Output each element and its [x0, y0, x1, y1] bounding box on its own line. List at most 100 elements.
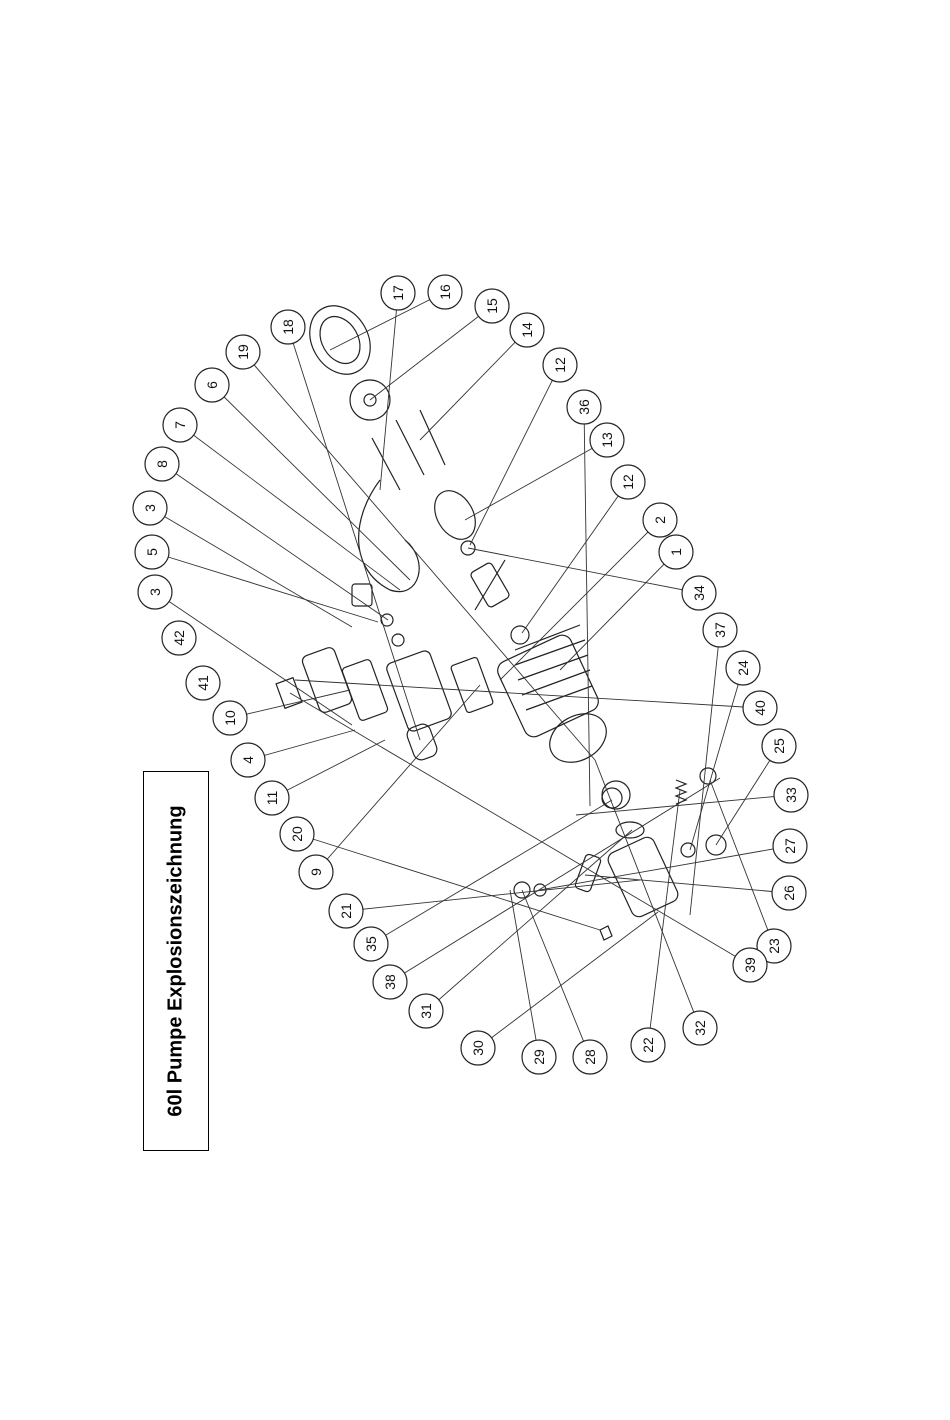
- part-callout: 5: [135, 535, 169, 569]
- callout-number: 36: [576, 399, 592, 415]
- part-base-gasket: [450, 657, 493, 714]
- leader-line: [295, 680, 760, 708]
- callout-number: 34: [691, 585, 707, 601]
- part-bearing-front: [511, 626, 529, 644]
- part-callout: 39: [733, 948, 767, 982]
- part-callout: 19: [226, 335, 260, 369]
- callout-number: 38: [382, 974, 398, 990]
- part-callout: 1: [659, 535, 693, 569]
- callout-number: 13: [599, 432, 615, 448]
- leader-line: [470, 365, 560, 545]
- callout-number: 4: [240, 756, 256, 764]
- leader-line: [540, 846, 790, 890]
- callout-number: 40: [752, 700, 768, 716]
- part-callout: 34: [682, 576, 716, 610]
- callout-number: 17: [390, 285, 406, 301]
- leader-line: [426, 830, 632, 1011]
- part-callout: 13: [590, 423, 624, 457]
- callout-number: 28: [582, 1049, 598, 1065]
- part-callout: 8: [145, 447, 179, 481]
- callout-number: 26: [781, 885, 797, 901]
- part-callout: 35: [354, 927, 388, 961]
- part-callout: 29: [522, 1040, 556, 1074]
- part-tie-rod-1: [372, 438, 400, 490]
- leader-line: [390, 778, 720, 982]
- leader-line: [690, 668, 743, 850]
- part-callout: 25: [762, 729, 796, 763]
- callout-number: 3: [147, 588, 163, 596]
- part-callout: 42: [162, 621, 196, 655]
- part-callout: 24: [726, 651, 760, 685]
- part-impeller: [602, 781, 630, 809]
- leader-line: [155, 592, 352, 725]
- part-callout: 6: [195, 368, 229, 402]
- callout-number: 33: [783, 787, 799, 803]
- part-oring-26: [681, 843, 695, 857]
- callout-number: 6: [204, 381, 220, 389]
- callout-number: 16: [437, 284, 453, 300]
- part-callout: 9: [299, 855, 333, 889]
- leader-line: [316, 685, 480, 872]
- leader-line: [522, 890, 590, 1057]
- leader-line: [162, 464, 388, 620]
- part-callout: 33: [774, 778, 808, 812]
- part-callout: 15: [475, 289, 509, 323]
- part-callout: 17: [381, 276, 415, 310]
- callout-number: 24: [735, 660, 751, 676]
- leader-line: [500, 520, 660, 680]
- part-callout: 14: [510, 313, 544, 347]
- leader-line: [152, 552, 378, 622]
- part-callout: 36: [567, 390, 601, 424]
- part-rear-bearing-shield: [426, 483, 483, 546]
- part-callout: 20: [280, 817, 314, 851]
- part-tie-rod-2: [396, 420, 424, 475]
- callout-number: 39: [742, 957, 758, 973]
- callout-number: 5: [144, 548, 160, 556]
- part-fan-cover: [298, 295, 382, 385]
- part-callout: 27: [773, 829, 807, 863]
- leader-line: [380, 293, 398, 490]
- callout-number: 8: [154, 460, 170, 468]
- callout-number: 37: [712, 622, 728, 638]
- part-callout: 26: [772, 876, 806, 910]
- callout-number: 41: [195, 675, 211, 691]
- leader-line: [576, 795, 791, 815]
- leader-line: [584, 407, 590, 806]
- callout-number: 30: [470, 1040, 486, 1056]
- leader-line: [290, 693, 750, 965]
- part-callout: 11: [255, 781, 289, 815]
- part-callout: 3: [133, 491, 167, 525]
- part-callout: 12: [543, 348, 577, 382]
- part-callout: 4: [231, 743, 265, 777]
- part-callout: 10: [213, 701, 247, 735]
- part-callout: 32: [683, 1011, 717, 1045]
- callout-number: 14: [519, 322, 535, 338]
- leader-line: [478, 912, 658, 1048]
- callout-number: 29: [531, 1049, 547, 1065]
- callout-number: 23: [766, 938, 782, 954]
- callout-number: 42: [171, 630, 187, 646]
- callout-number: 19: [235, 344, 251, 360]
- part-callout: 31: [409, 994, 443, 1028]
- callout-number: 10: [222, 710, 238, 726]
- part-callout: 22: [631, 1028, 665, 1062]
- callout-number: 15: [484, 298, 500, 314]
- leader-line: [346, 880, 640, 911]
- callout-number: 20: [289, 826, 305, 842]
- leader-line: [648, 790, 680, 1045]
- callout-number: 22: [640, 1037, 656, 1053]
- callout-number: 12: [552, 357, 568, 373]
- callout-number: 32: [692, 1020, 708, 1036]
- part-bolt-22: [600, 926, 612, 940]
- callout-number: 3: [142, 504, 158, 512]
- callout-number: 27: [782, 838, 798, 854]
- part-switch: [352, 584, 372, 606]
- part-gland-2: [392, 634, 404, 646]
- leader-line: [230, 690, 350, 718]
- callout-number: 35: [363, 936, 379, 952]
- part-callout: 38: [373, 965, 407, 999]
- leader-line: [716, 746, 779, 845]
- part-callout: 28: [573, 1040, 607, 1074]
- callout-number: 21: [338, 903, 354, 919]
